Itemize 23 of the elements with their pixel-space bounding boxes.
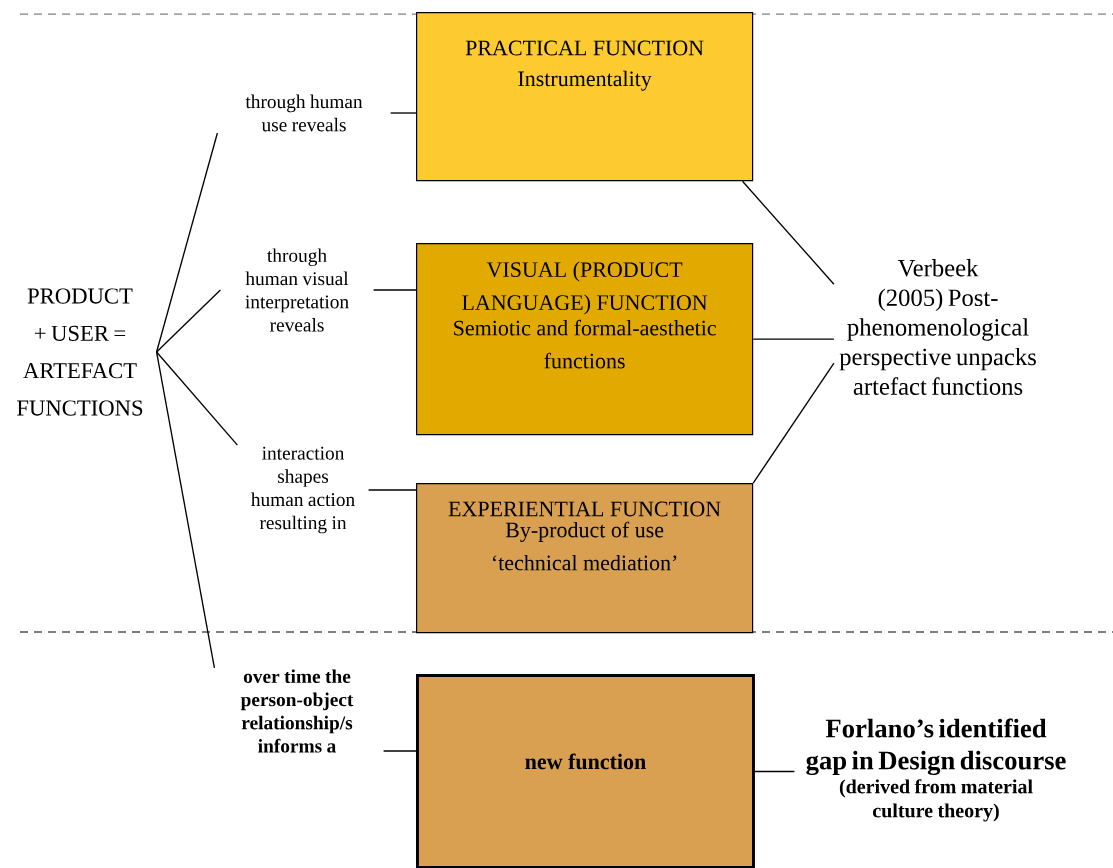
- function-box: EXPERIENTIAL FUNCTION By-product of use ‘technical mediation’: [416, 483, 754, 634]
- connector-line: [382, 750, 417, 752]
- reference-text: Verbeek (2005) Post-phenomenological perspective unpacks artefact functions: [839, 259, 1036, 395]
- connector-line: [752, 338, 835, 340]
- connector-text: through human visual interpretation reveals: [245, 248, 349, 332]
- function-box: PRACTICAL FUNCTION Instrumentality: [416, 12, 754, 182]
- connector-line: [155, 351, 216, 669]
- connector-line: [389, 112, 417, 114]
- connector-line: [752, 362, 835, 484]
- heading-text: PRODUCT + USER = ARTEFACT FUNCTIONS: [17, 288, 143, 416]
- connector-line: [155, 351, 239, 446]
- connector-line: [155, 132, 219, 353]
- connector-line: [155, 289, 222, 353]
- connector-line: [754, 770, 796, 773]
- connector-line: [372, 289, 417, 291]
- function-box: VISUAL (PRODUCT LANGUAGE) FUNCTION Semiotic and formal-aesthetic functions: [416, 243, 754, 436]
- connector-text: over time the person-object relationship/s informs a: [240, 669, 354, 753]
- reference-text: Forlano’s identified gap in Design discourse (derived from material culture theory): [806, 718, 1066, 822]
- connector-line: [741, 180, 835, 285]
- connector-line: [367, 489, 417, 491]
- function-box: new function: [416, 674, 755, 868]
- connector-text: through human use reveals: [245, 94, 363, 132]
- connector-text: interaction shapes human action resulting in: [251, 446, 355, 534]
